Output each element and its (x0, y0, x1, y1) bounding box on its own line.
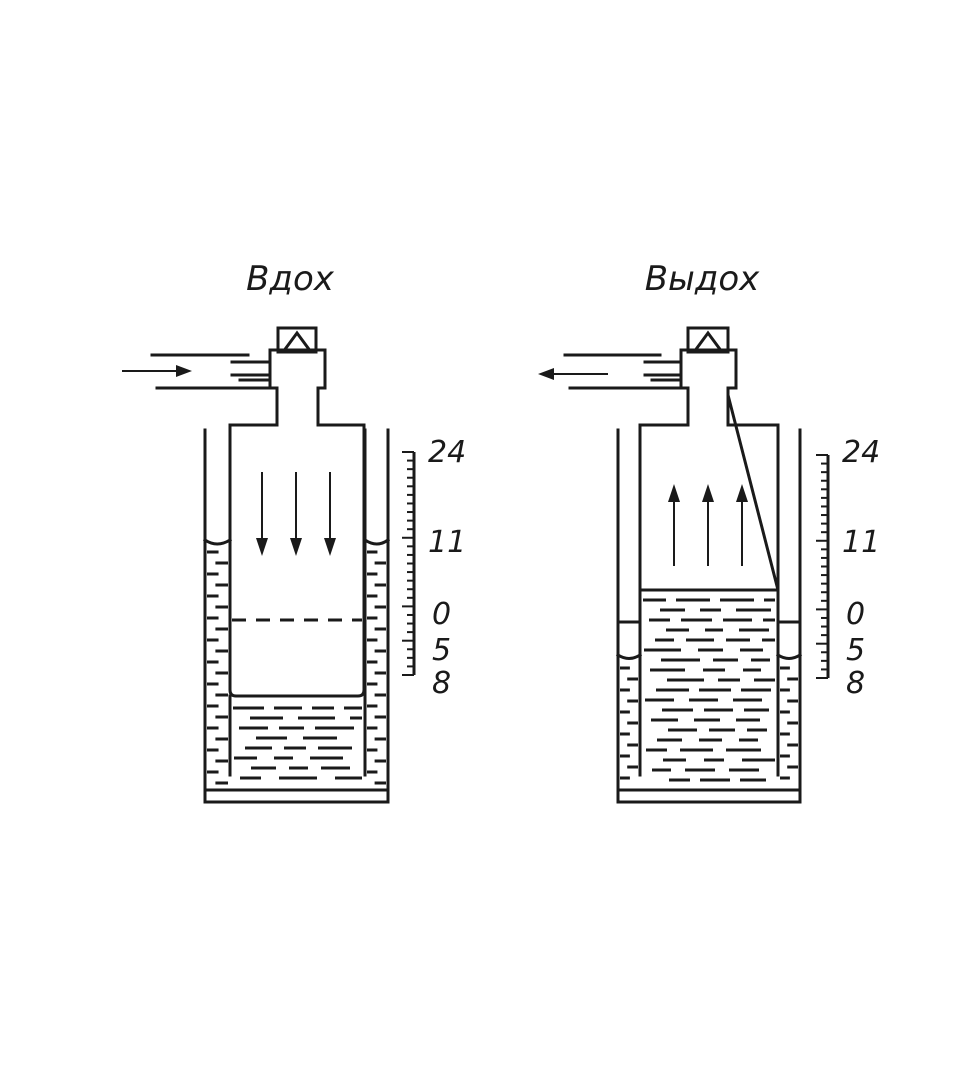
exhale-outlet-pipe (563, 353, 683, 390)
exhale-scale-label-5: 5 (846, 633, 865, 668)
exhale-scale-label-0: 0 (846, 597, 865, 632)
exhale-valve-icon (691, 330, 725, 354)
inhale-panel: Вдох (122, 259, 466, 804)
exhale-up-arrows (668, 484, 748, 566)
exhale-water-tank (616, 428, 802, 804)
inhale-scale-label-0: 0 (432, 597, 451, 632)
exhale-meniscus-left (615, 652, 643, 660)
exhale-title: Выдох (645, 259, 760, 299)
exhale-water-left (620, 666, 638, 780)
exhale-bell (638, 393, 780, 592)
inhale-scale-label-11: 11 (428, 525, 466, 560)
inhale-meniscus-right (362, 537, 391, 546)
inhale-water-right (367, 550, 386, 785)
inhale-scale (402, 451, 416, 676)
inhale-down-arrows (256, 472, 336, 556)
exhale-water-right (780, 666, 798, 780)
inhale-title: Вдох (246, 259, 335, 299)
exhale-scale-label-11: 11 (842, 525, 880, 560)
exhale-valve-body (679, 348, 738, 397)
exhale-scale-label-8: 8 (846, 666, 865, 701)
exhale-panel: Выдох 24 11 0 5 8 (538, 259, 880, 804)
inhale-water-bottom (233, 706, 362, 780)
exhale-flow-arrow (538, 368, 608, 380)
inhale-inlet-pipe (150, 353, 272, 390)
inhale-water-left (207, 550, 228, 785)
inhale-bell (228, 393, 366, 698)
exhale-water-bell (643, 598, 775, 782)
exhale-scale (816, 454, 830, 679)
inhale-scale-label-24: 24 (428, 435, 466, 470)
inhale-valve-icon (280, 330, 314, 354)
exhale-scale-label-24: 24 (842, 435, 880, 470)
inhale-meniscus-left (202, 537, 233, 546)
inhale-water-tank (203, 428, 390, 804)
inhale-scale-label-5: 5 (432, 633, 451, 668)
inhale-valve-body (268, 348, 327, 397)
inhale-scale-label-8: 8 (432, 666, 451, 701)
inhale-flow-arrow (122, 365, 192, 377)
exhale-meniscus-right (775, 652, 803, 660)
